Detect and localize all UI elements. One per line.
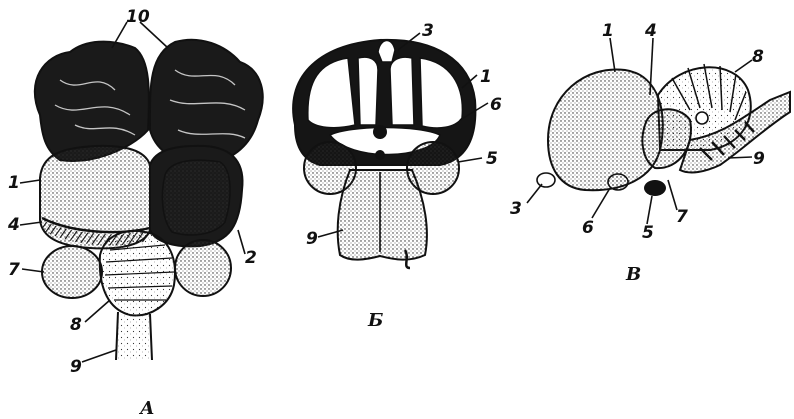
figure-c-caption: В: [625, 264, 641, 285]
figure-a-label-10: 10: [126, 7, 150, 27]
figure-b-label-5: 5: [486, 149, 498, 169]
figure-c-label-4: 4: [644, 21, 657, 41]
hemisphere-chamber-2: [358, 57, 378, 125]
cerebellum-left-lobe: [35, 42, 149, 161]
figure-c-brain-lateral-view: 1 4 8 9 3 6 5 7 В: [510, 21, 790, 285]
figure-a-label-8: 8: [70, 315, 82, 335]
figure-a-label-7: 7: [8, 260, 20, 280]
figure-a-label-2: 2: [245, 248, 257, 268]
olfactory-bulb: [378, 40, 395, 62]
left-optic-lobe: [42, 246, 102, 298]
figure-b-label-9: 9: [306, 229, 318, 249]
figure-c-label-9: 9: [753, 149, 765, 169]
figure-a-label-4: 4: [7, 215, 20, 235]
figure-a-label-1: 1: [8, 173, 20, 193]
optic-chiasm: [608, 174, 628, 190]
figure-c-label-8: 8: [752, 47, 764, 67]
figure-a-label-9: 9: [70, 357, 82, 377]
right-hemisphere-cut-surface: [162, 160, 230, 235]
figure-b-caption: Б: [367, 310, 383, 331]
figure-c-label-1: 1: [602, 21, 614, 41]
hemisphere-chamber-3: [390, 57, 414, 125]
figure-a-caption: А: [138, 398, 155, 419]
figure-c-label-5: 5: [642, 223, 654, 243]
medulla-ventral: [338, 170, 427, 260]
figure-b-label-3: 3: [422, 21, 434, 41]
figure-c-label-7: 7: [676, 207, 688, 227]
figure-c-label-6: 6: [582, 218, 594, 238]
olfactory-bulb: [537, 173, 555, 187]
figure-b-label-1: 1: [480, 67, 492, 87]
figure-c-label-3: 3: [510, 199, 522, 219]
right-optic-lobe: [175, 240, 231, 296]
figure-a-brain-dorsal-view: 10 1 4 7 8 9 2 А: [7, 7, 263, 419]
figure-b-label-6: 6: [490, 95, 502, 115]
figure-b-brain-ventral-view: 3 1 6 5 9 Б: [293, 21, 502, 331]
hypophysis: [644, 180, 666, 196]
